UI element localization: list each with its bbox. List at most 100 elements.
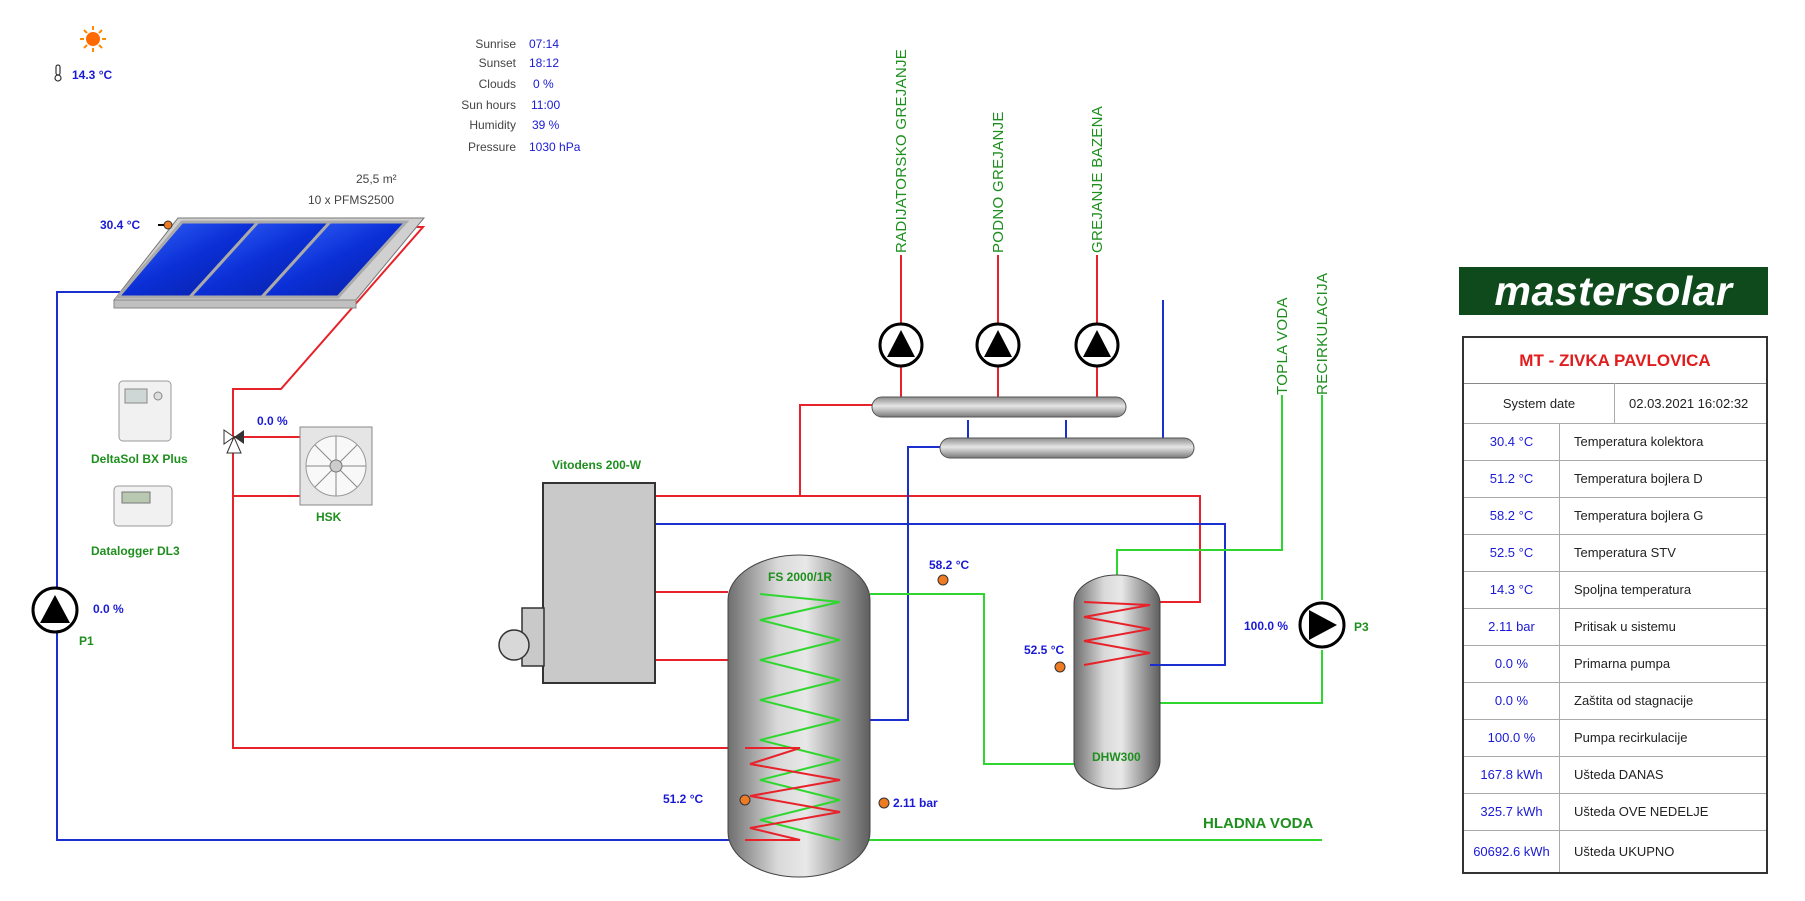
outside-temp: 14.3 °C (72, 68, 113, 82)
table-row: 58.2 °C Temperatura bojlera G (1464, 497, 1766, 535)
table-row: 325.7 kWh Ušteda OVE NEDELJE (1464, 793, 1766, 831)
storage-label: FS 2000/1R (768, 570, 833, 584)
humidity-label: Humidity (469, 118, 516, 132)
row-label: Pritisak u sistemu (1574, 619, 1676, 634)
hsk-unit (299, 426, 373, 506)
cold-water-label: HLADNA VODA (1203, 815, 1314, 832)
system-date-value: 02.03.2021 16:02:32 (1629, 395, 1749, 411)
gas-boiler (498, 482, 656, 684)
sun-hours-value: 11:00 (531, 98, 561, 112)
table-row: 14.3 °C Spoljna temperatura (1464, 571, 1766, 609)
dhw-temp: 52.5 °C (1024, 643, 1065, 657)
storage-tank (727, 554, 949, 878)
controller-icon (118, 380, 172, 442)
row-label: Temperatura STV (1574, 545, 1676, 560)
dhw-label: DHW300 (1092, 750, 1141, 764)
dhw-tank (1054, 574, 1161, 790)
sunset-value: 18:12 (529, 56, 560, 70)
row-label: Temperatura bojlera D (1574, 471, 1703, 486)
dhw-sensor (1054, 661, 1066, 673)
row-value: 2.11 bar (1464, 608, 1560, 645)
sun-hours-label: Sun hours (461, 98, 516, 112)
manifold-upper (871, 396, 1127, 418)
row-value: 58.2 °C (1464, 497, 1560, 534)
row-label: Temperatura bojlera G (1574, 508, 1704, 523)
collector-area: 25,5 m² (356, 172, 397, 186)
humidity-value: 39 % (532, 118, 560, 132)
thermometer-icon (54, 64, 62, 82)
solar-collector (112, 217, 426, 309)
pump-p1-value: 0.0 % (93, 602, 124, 616)
pressure-value: 1030 hPa (529, 140, 581, 154)
system-date-row: System date 02.03.2021 16:02:32 (1464, 383, 1766, 424)
clouds-value: 0 % (533, 77, 554, 91)
collector-model: 10 x PFMS2500 (308, 193, 395, 207)
circuit-pool-label: GREJANJE BAZENA (1089, 105, 1106, 253)
row-value: 14.3 °C (1464, 571, 1560, 608)
recirculation-pipe (1160, 650, 1323, 704)
pump-pool-icon (1074, 322, 1120, 368)
collector-sensor (163, 220, 173, 230)
hot-water-label: TOPLA VODA (1274, 297, 1291, 395)
recirculation-label: RECIRKULACIJA (1314, 272, 1331, 395)
table-row: 0.0 % Primarna pumpa (1464, 645, 1766, 683)
row-label: Spoljna temperatura (1574, 582, 1692, 597)
boiler-label: Vitodens 200-W (552, 458, 642, 472)
pump-p3-label: P3 (1354, 620, 1369, 634)
clouds-label: Clouds (478, 77, 516, 91)
pressure-label: Pressure (467, 140, 516, 154)
pump-p3-icon (1298, 601, 1346, 649)
collector-return-pipe (56, 291, 755, 841)
site-title: MT - ZIVKA PAVLOVICA (1464, 338, 1766, 384)
row-label: Ušteda DANAS (1574, 767, 1664, 782)
row-value: 52.5 °C (1464, 534, 1560, 571)
hot-water-pipe (1116, 395, 1283, 576)
sunset-label: Sunset (478, 56, 516, 70)
row-label: Ušteda OVE NEDELJE (1574, 804, 1709, 819)
dhw-supply-pipe (870, 593, 1074, 765)
table-row: 30.4 °C Temperatura kolektora (1464, 423, 1766, 461)
row-value: 0.0 % (1464, 645, 1560, 682)
pump-p1-label: P1 (79, 634, 94, 648)
pump-p3-value: 100.0 % (1244, 619, 1289, 633)
pressure-value: 2.11 bar (893, 796, 938, 810)
pump-p1-icon (31, 586, 79, 634)
storage-top-sensor (937, 574, 949, 586)
sun-icon (80, 26, 106, 52)
storage-bottom-temp: 51.2 °C (663, 792, 704, 806)
manifold-lower (939, 437, 1195, 459)
circuit-radiator-label: RADIJATORSKO GREJANJE (893, 48, 910, 253)
boiler-return-pipe (656, 523, 1226, 666)
row-value: 51.2 °C (1464, 460, 1560, 497)
sunrise-label: Sunrise (475, 37, 516, 51)
hsk-value: 0.0 % (257, 414, 288, 428)
row-value: 60692.6 kWh (1464, 830, 1560, 872)
mastersolar-logo: mastersolar (1459, 267, 1768, 315)
row-value: 100.0 % (1464, 719, 1560, 756)
row-value: 325.7 kWh (1464, 793, 1560, 830)
hsk-label: HSK (316, 510, 342, 524)
table-row: 167.8 kWh Ušteda DANAS (1464, 756, 1766, 794)
table-row: 0.0 % Zaštita od stagnacije (1464, 682, 1766, 720)
row-value: 167.8 kWh (1464, 756, 1560, 793)
row-label: Primarna pumpa (1574, 656, 1671, 671)
storage-top-temp: 58.2 °C (929, 558, 970, 572)
row-value: 30.4 °C (1464, 423, 1560, 460)
table-row: 2.11 bar Pritisak u sistemu (1464, 608, 1766, 646)
storage-bottom-sensor (739, 794, 751, 806)
pump-floor-icon (975, 322, 1021, 368)
table-row: 100.0 % Pumpa recirkulacije (1464, 719, 1766, 757)
system-date-label: System date (1464, 383, 1615, 423)
table-row: 60692.6 kWh Ušteda UKUPNO (1464, 830, 1766, 872)
row-label: Pumpa recirkulacije (1574, 730, 1688, 745)
sunrise-value: 07:14 (529, 37, 560, 51)
row-label: Ušteda UKUPNO (1574, 843, 1675, 859)
status-table: MT - ZIVKA PAVLOVICA System date 02.03.2… (1462, 336, 1768, 874)
controller-label: DeltaSol BX Plus (91, 452, 188, 466)
table-row: 51.2 °C Temperatura bojlera D (1464, 460, 1766, 498)
row-value: 0.0 % (1464, 682, 1560, 719)
datalogger-label: Datalogger DL3 (91, 544, 180, 558)
pressure-sensor (878, 797, 890, 809)
row-label: Temperatura kolektora (1574, 434, 1704, 449)
